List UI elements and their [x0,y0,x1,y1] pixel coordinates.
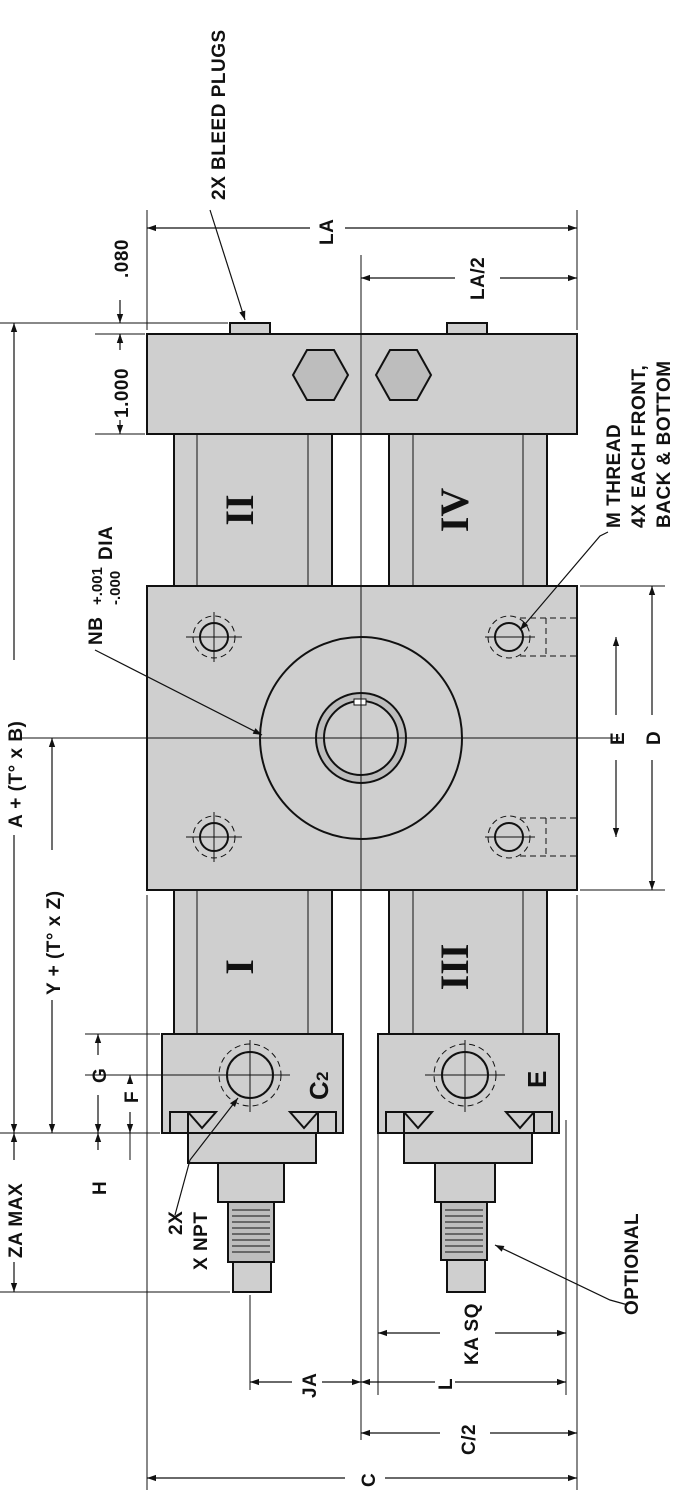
hex-bolt-right [374,349,433,401]
cylinder-label-iv: IV [432,488,477,533]
label-la: LA [317,219,338,245]
label-c-half: C/2 [459,1424,480,1455]
port-marker-c2-sub: 2 [313,1072,332,1081]
port-marker-e: E [522,1071,552,1088]
label-m-thread-3: BACK & BOTTOM [654,360,675,528]
label-c: C [359,1473,380,1487]
adapter-right [440,1201,488,1261]
label-dim-080: .080 [112,239,133,278]
top-end-cap [146,322,578,435]
label-la-half: LA/2 [468,257,489,300]
hex-bolt-left [291,349,350,401]
label-a-formula: A + (T° x B) [6,721,27,828]
label-npt-group: 2X X NPT [166,1211,212,1270]
label-nb-dia: DIA [96,526,117,560]
label-e: E [608,732,629,745]
bottom-end-cap-right [377,1033,560,1293]
bleed-plug-right [446,322,488,335]
label-f: F [122,1091,143,1103]
keyway [353,698,367,706]
cylinder-label-ii: II [217,494,262,525]
port-marker-c2-main: C [304,1081,334,1100]
label-nb-plus: +.001 [89,567,106,605]
label-m-thread-2: 4X EACH FRONT, [629,365,650,528]
label-nb-minus: -.000 [107,571,124,605]
label-za-max: ZA MAX [6,1183,27,1258]
label-npt-1: 2X [166,1211,187,1235]
extension-lines [0,210,665,1490]
label-m-thread-1: M THREAD [604,424,625,528]
label-optional: OPTIONAL [622,1213,643,1315]
label-dim-1000: 1.000 [112,368,133,418]
label-ka-sq: KA SQ [462,1303,483,1365]
label-g: G [90,1068,111,1083]
label-h: H [90,1181,111,1195]
leader-lines [94,209,629,1306]
cylinder-label-i: I [217,959,262,975]
label-m-thread-group: M THREAD 4X EACH FRONT, BACK & BOTTOM [604,360,675,528]
cylinder-label-iii: III [432,944,477,991]
label-nb-group: NB +.001 -.000 DIA [86,526,124,645]
bleed-plug-left [229,322,271,335]
label-y-formula: Y + (T° x Z) [44,890,65,995]
label-bleed-plugs: 2X BLEED PLUGS [209,29,230,200]
adapter-left [227,1201,275,1263]
dimension-lines [10,224,656,1482]
port-marker-c2: C 2 [304,1072,334,1100]
label-d: D [644,731,665,745]
bottom-end-cap-left [161,1033,344,1293]
cylinder-tube-i [173,889,333,1035]
label-nb: NB [86,617,107,645]
cylinder-tube-ii [173,433,333,587]
label-ja: JA [300,1373,321,1398]
label-l: L [436,1378,457,1390]
label-npt-2: X NPT [191,1212,212,1270]
